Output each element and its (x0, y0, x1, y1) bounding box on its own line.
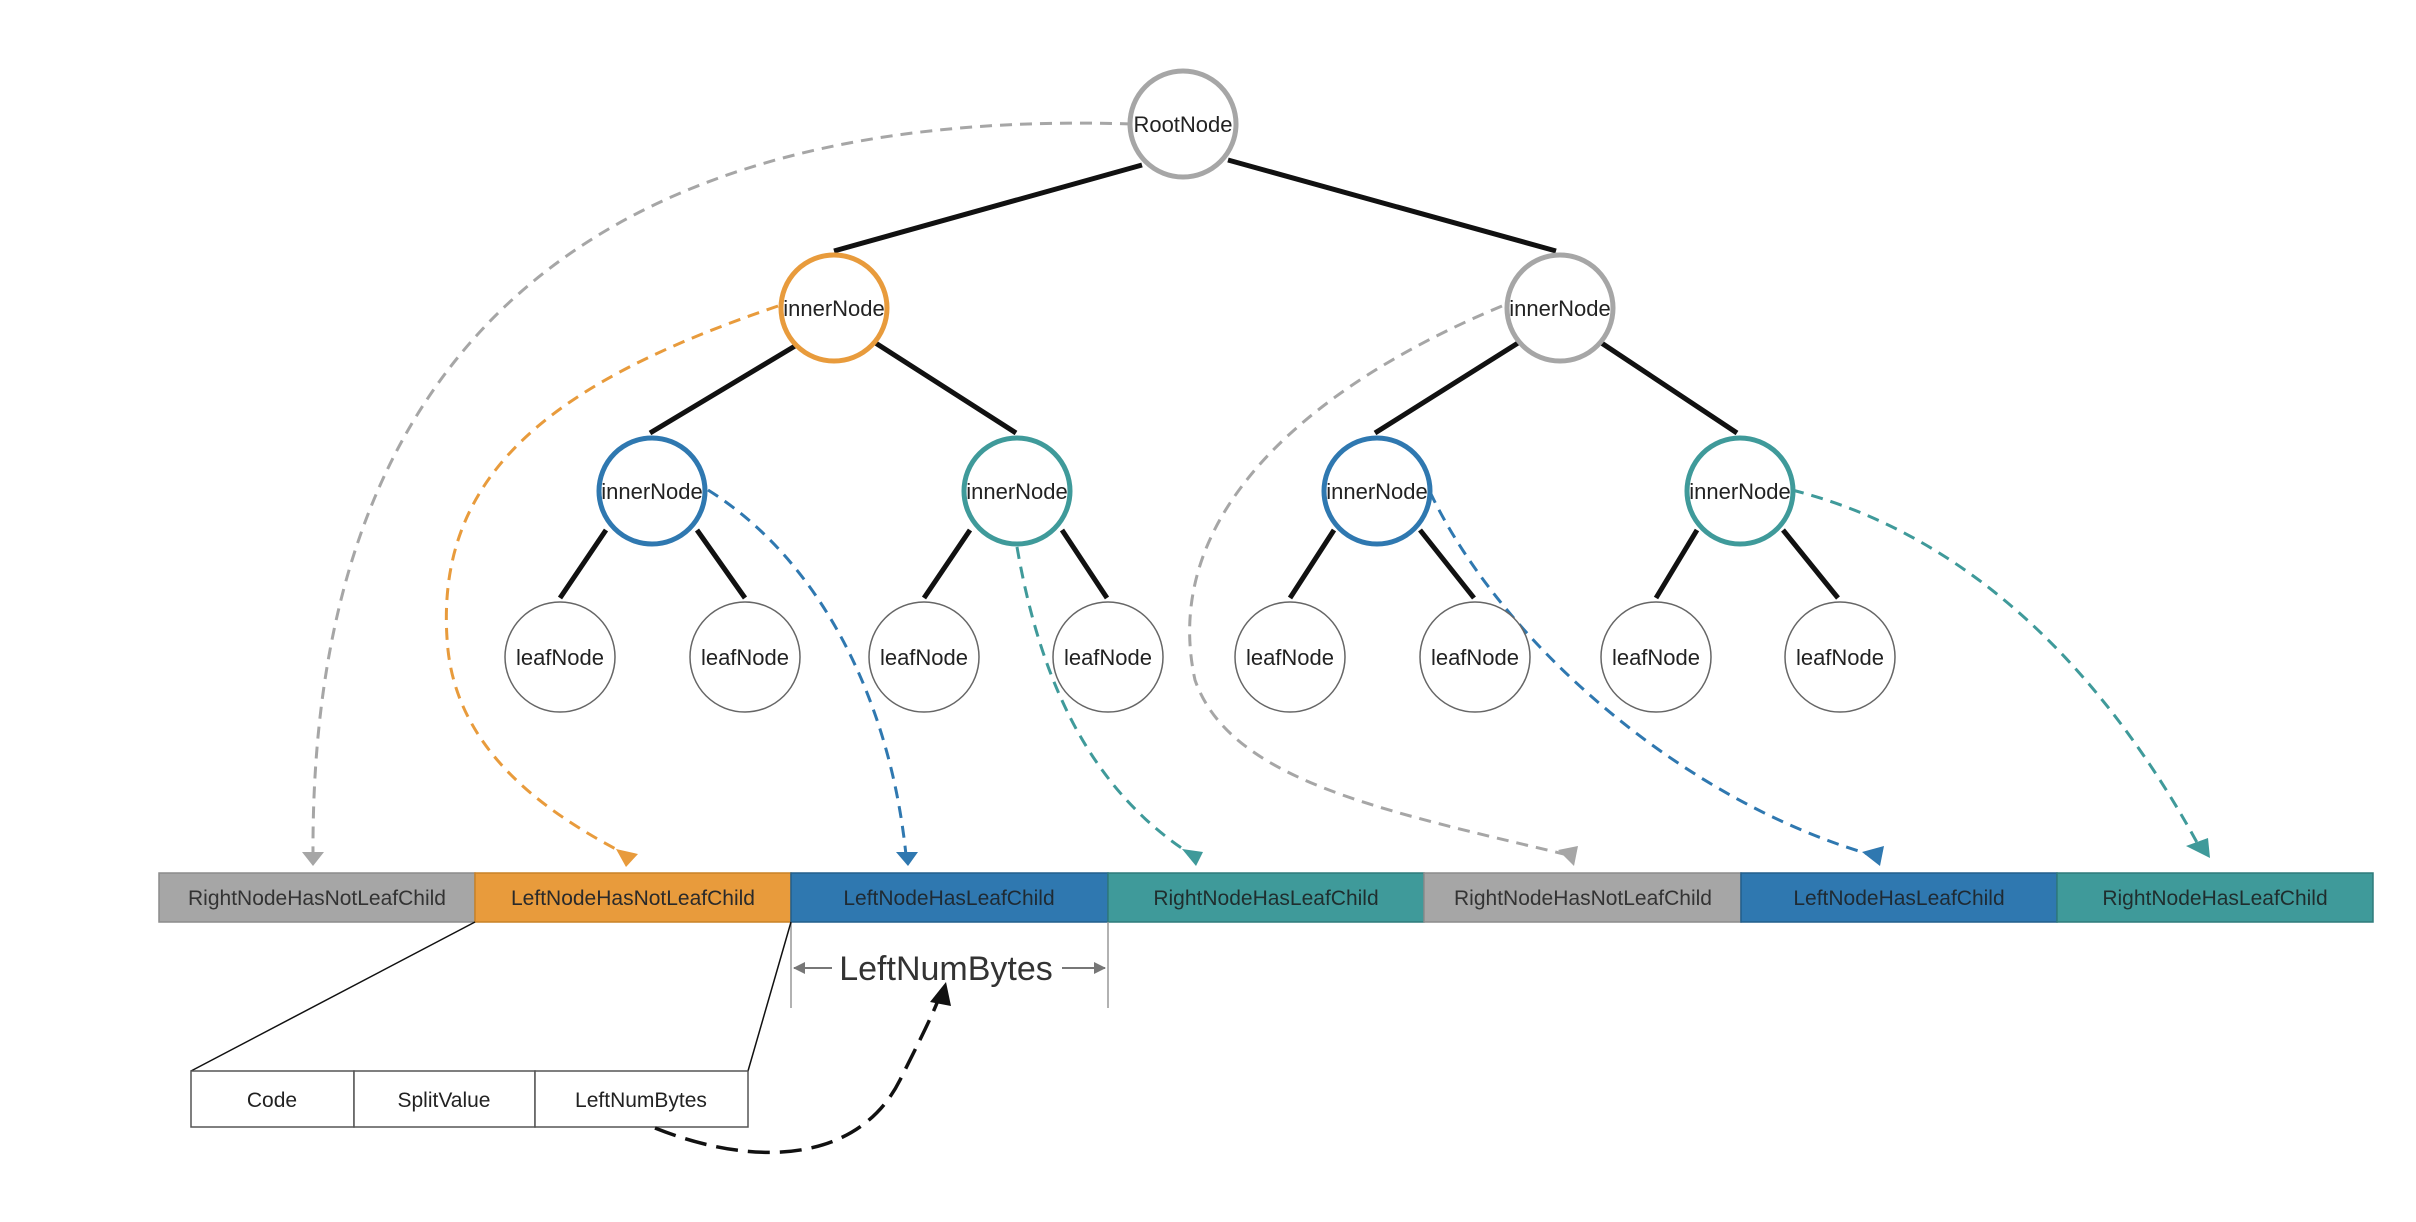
record-field-label: Code (247, 1089, 297, 1112)
leaf-node-label: leafNode (1246, 645, 1334, 670)
leaf-node: leafNode (1784, 601, 1896, 713)
arrow-inner-rl-to-cell (1428, 491, 1873, 857)
record-fields: Code SplitValue LeftNumBytes (190, 1070, 749, 1128)
inner-node-right: innerNode (1504, 252, 1616, 364)
leaf-node-label: leafNode (1064, 645, 1152, 670)
array-cell: LeftNodeHasNotLeafChild (474, 872, 792, 923)
zoom-lines (190, 921, 792, 1072)
edge-root-left (833, 162, 1143, 254)
inner-node-rr: innerNode (1684, 435, 1796, 547)
leaf-node: leafNode (1052, 601, 1164, 713)
array-cell-label: LeftNodeHasNotLeafChild (511, 887, 755, 910)
inner-node-right-label: innerNode (1509, 296, 1611, 321)
serialized-array: RightNodeHasNotLeafChild LeftNodeHasNotL… (158, 872, 2374, 923)
arrowhead-gray-1 (302, 852, 324, 866)
leaf-node-label: leafNode (1796, 645, 1884, 670)
root-node: RootNode (1127, 68, 1239, 180)
arrowhead-blue-1 (896, 852, 918, 866)
arrow-inner-r-to-cell (1188, 304, 1569, 857)
leaf-node-label: leafNode (701, 645, 789, 670)
array-cell: LeftNodeHasLeafChild (1740, 872, 2058, 923)
edge-r-rl (1373, 340, 1520, 436)
array-cell-label: RightNodeHasLeafChild (2102, 887, 2327, 910)
inner-node-rr-label: innerNode (1689, 479, 1791, 504)
edge-rr-leaf8 (1781, 528, 1840, 600)
arrow-inner-lr-to-cell (1015, 546, 1193, 857)
inner-node-left-label: innerNode (783, 296, 885, 321)
leaf-node: leafNode (689, 601, 801, 713)
arrowhead-teal-1 (1182, 849, 1203, 866)
arrow-inner-ll-to-cell (707, 488, 908, 856)
array-cell: RightNodeHasLeafChild (1107, 872, 1425, 923)
array-cell-label: LeftNodeHasLeafChild (843, 887, 1054, 910)
array-cell-label: LeftNodeHasLeafChild (1793, 887, 2004, 910)
leaf-node: leafNode (504, 601, 616, 713)
array-cell-label: RightNodeHasLeafChild (1153, 887, 1378, 910)
leaf-node: leafNode (1234, 601, 1346, 713)
record-field-splitvalue: SplitValue (353, 1070, 536, 1128)
inner-node-rl-label: innerNode (1326, 479, 1428, 504)
inner-node-left: innerNode (778, 252, 890, 364)
array-cell: RightNodeHasNotLeafChild (158, 872, 476, 923)
inner-node-ll: innerNode (596, 435, 708, 547)
array-cell-label: RightNodeHasNotLeafChild (1454, 887, 1712, 910)
edge-l-ll (648, 343, 797, 436)
inner-node-lr-label: innerNode (966, 479, 1068, 504)
measure-arrow-right (1094, 962, 1106, 974)
arrowhead-gray-2 (1558, 846, 1578, 866)
leaf-node-label: leafNode (880, 645, 968, 670)
root-node-label: RootNode (1133, 112, 1232, 137)
array-cell: LeftNodeHasLeafChild (790, 872, 1109, 923)
record-to-measure-arrow (654, 982, 951, 1155)
arrowhead-blue-2 (1862, 846, 1884, 866)
record-field-leftnumbytes: LeftNumBytes (534, 1070, 749, 1128)
edge-rl-leaf5 (1287, 528, 1337, 600)
inner-node-rl: innerNode (1321, 435, 1433, 547)
leaf-nodes: leafNode leafNode leafNode leafNode leaf… (504, 601, 1896, 713)
leaf-node-label: leafNode (1612, 645, 1700, 670)
edge-rr-leaf7 (1653, 528, 1700, 600)
array-cell-label: RightNodeHasNotLeafChild (188, 887, 446, 910)
measure-bracket: LeftNumBytes (790, 922, 1109, 1008)
measure-arrow-left (793, 962, 805, 974)
edge-lr-leaf3 (921, 528, 973, 600)
leaf-node: leafNode (1419, 601, 1531, 713)
arrowhead-orange (616, 849, 638, 867)
edge-lr-leaf4 (1059, 528, 1110, 600)
edge-ll-leaf1 (557, 528, 609, 600)
tree-edges (557, 157, 1840, 600)
arrowheads (302, 838, 2210, 867)
edge-root-right (1227, 157, 1557, 254)
leaf-node: leafNode (868, 601, 980, 713)
arrow-root-to-cell (311, 121, 1133, 856)
record-field-label: LeftNumBytes (575, 1089, 707, 1112)
arrow-inner-l-to-cell (445, 304, 779, 857)
inner-node-ll-label: innerNode (601, 479, 703, 504)
arrow-inner-rr-to-cell (1791, 488, 2202, 849)
record-field-code: Code (190, 1070, 355, 1128)
leaf-node: leafNode (1600, 601, 1712, 713)
arrowhead-teal-2 (2186, 838, 2210, 858)
record-arrowhead (930, 982, 951, 1006)
edge-l-lr (872, 339, 1018, 436)
inner-node-lr: innerNode (961, 435, 1073, 547)
edge-r-rr (1598, 339, 1739, 436)
measure-label: LeftNumBytes (839, 950, 1053, 988)
record-field-label: SplitValue (397, 1089, 490, 1112)
array-cell: RightNodeHasLeafChild (2056, 872, 2374, 923)
leaf-node-label: leafNode (516, 645, 604, 670)
leaf-node-label: leafNode (1431, 645, 1519, 670)
array-cell: RightNodeHasNotLeafChild (1423, 872, 1742, 923)
mapping-arrows (311, 121, 2202, 857)
edge-rl-leaf6 (1418, 528, 1476, 600)
edge-ll-leaf2 (694, 528, 748, 600)
